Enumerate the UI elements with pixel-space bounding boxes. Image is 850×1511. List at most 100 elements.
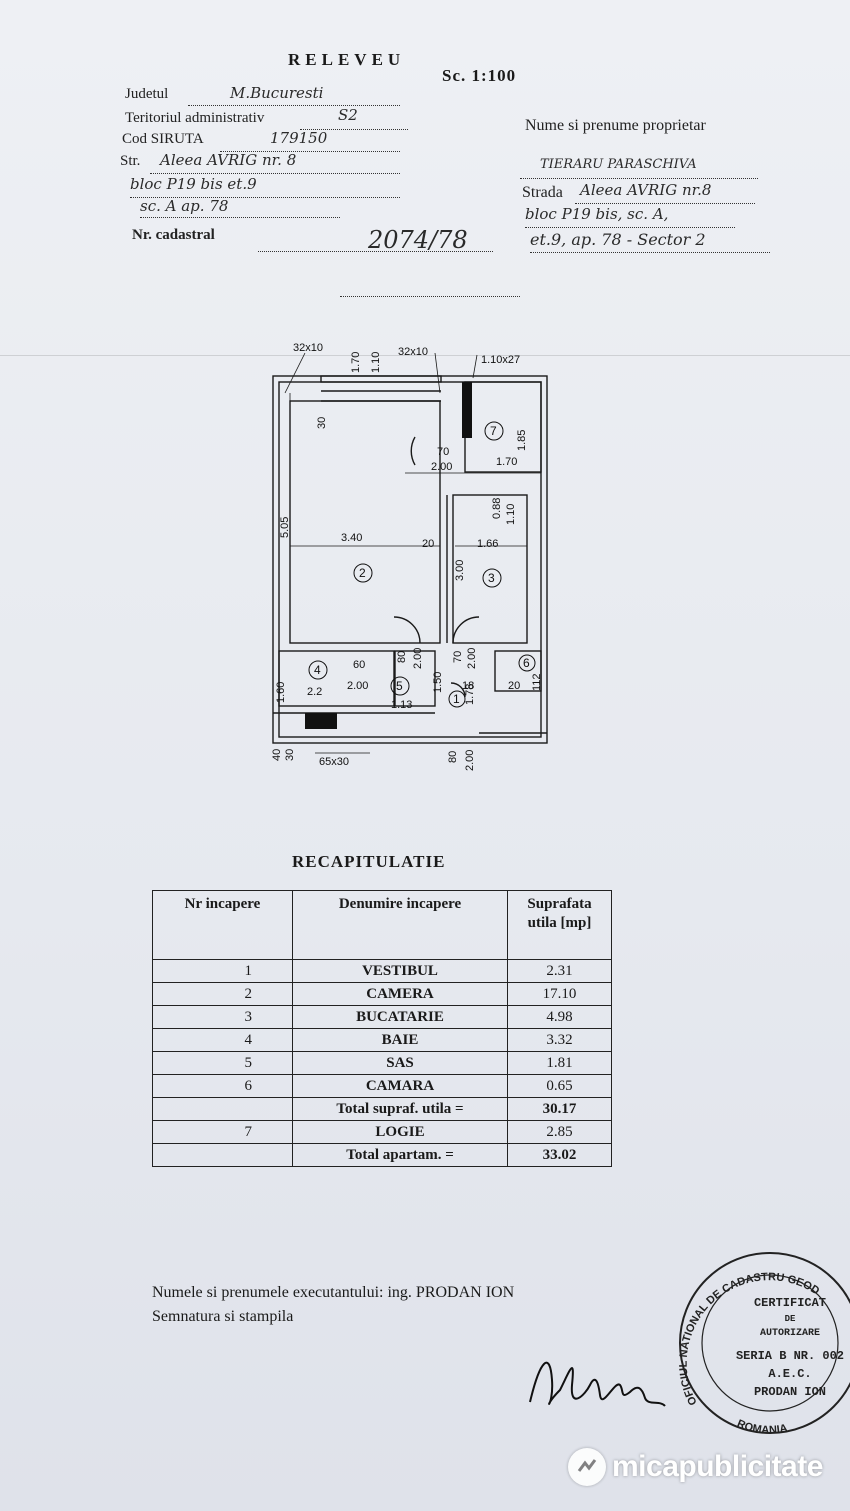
dim-label: 2.00	[347, 680, 368, 692]
official-stamp: OFICIUL NATIONAL DE CADASTRU GEOD ROMANI…	[678, 1252, 850, 1437]
field-value-judet: M.Bucuresti	[230, 84, 324, 102]
table-row: 1 VESTIBUL 2.31	[152, 959, 612, 983]
room-number: 6	[523, 656, 530, 670]
dim-label: 70	[452, 651, 464, 663]
dim-label: 1.70	[350, 352, 362, 373]
dim-label: 65x30	[319, 756, 349, 768]
room-number: 2	[359, 566, 366, 580]
field-value-teritoriu: S2	[338, 106, 358, 124]
table-row: 2 CAMERA 17.10	[152, 982, 612, 1006]
chimney-block	[462, 382, 472, 438]
stamp-line: DE	[785, 1314, 796, 1324]
table-row: 6 CAMARA 0.65	[152, 1074, 612, 1098]
dim-label: 20	[422, 538, 434, 550]
field-value-strada: Aleea AVRIG nr. 8	[160, 151, 297, 169]
dim-label: 1.60	[275, 682, 287, 703]
recap-table: Nr incapere Denumire incapere Suprafata …	[152, 890, 612, 1167]
room-number: 1	[453, 692, 460, 706]
field-value-scara-ap: sc. A ap. 78	[140, 197, 229, 215]
dim-label: 2.00	[431, 461, 452, 473]
stamp-line: AUTORIZARE	[760, 1328, 820, 1339]
room-3-outline	[452, 494, 528, 644]
stamp-line: A.E.C.	[768, 1367, 811, 1381]
field-label-cadastral: Nr. cadastral	[132, 227, 215, 243]
room-number: 3	[488, 571, 495, 585]
stamp-line: SERIA B NR. 002	[736, 1349, 844, 1363]
stamp-line: CERTIFICAT	[754, 1296, 826, 1310]
table-row: 3 BUCATARIE 4.98	[152, 1005, 612, 1029]
signature-label: Semnatura si stampila	[152, 1308, 294, 1325]
dim-label: 1.13	[391, 699, 412, 711]
dim-label: 1.10	[370, 352, 382, 373]
field-label-teritoriu: Teritoriul administrativ	[125, 110, 265, 126]
dim-label: 32x10	[293, 342, 323, 354]
dim-label: 112	[531, 673, 543, 691]
recap-header-name: Denumire incapere	[292, 890, 508, 960]
address-line3: et.9, ap. 78 - Sector 2	[530, 230, 706, 249]
room-number: 7	[490, 424, 497, 438]
dim-label: 5.05	[279, 517, 291, 538]
table-row-total-utila: Total supraf. utila = 30.17	[152, 1097, 612, 1121]
stamp-line: PRODAN ION	[754, 1385, 826, 1399]
field-label-strada: Str.	[120, 153, 141, 169]
street-value: Aleea AVRIG nr.8	[580, 181, 712, 199]
owner-label: Nume si prenume proprietar	[525, 117, 706, 134]
dim-label: 80	[447, 751, 459, 763]
table-row: 5 SAS 1.81	[152, 1051, 612, 1075]
room-number: 5	[396, 679, 403, 693]
room-number: 4	[314, 663, 321, 677]
dim-label: 1.50	[432, 672, 444, 693]
room-2-outline	[289, 400, 441, 644]
dim-label: 30	[316, 417, 328, 429]
document-title: RELEVEU	[288, 50, 406, 69]
dim-label: 1.10	[505, 504, 517, 525]
dim-label: 0.88	[491, 498, 503, 519]
dim-label: 1.66	[477, 538, 498, 550]
field-value-cadastral: 2074/78	[368, 226, 468, 254]
dim-label: 3.00	[454, 560, 466, 581]
dim-label: 2.00	[466, 648, 478, 669]
dim-label: 20	[508, 680, 520, 692]
dim-label: 2.00	[412, 648, 424, 669]
room-6-outline	[494, 650, 542, 692]
handwritten-signature	[529, 1361, 666, 1407]
field-label-siruta: Cod SIRUTA	[122, 131, 204, 147]
dim-label: 18	[462, 680, 474, 692]
dim-label: 32x10	[398, 346, 428, 358]
scale-label: Sc. 1:100	[442, 66, 517, 85]
dim-label: 30	[284, 749, 296, 761]
dim-label: 1.78	[464, 684, 476, 705]
recap-header-nr: Nr incapere	[152, 890, 293, 960]
watermark-text: micapublicitate	[612, 1450, 823, 1483]
owner-value: TIERARU PARASCHIVA	[540, 157, 697, 172]
field-value-siruta: 179150	[270, 129, 328, 147]
dim-label: 1.70	[496, 456, 517, 468]
street-label: Strada	[522, 184, 563, 201]
dim-label: 1.10x27	[481, 354, 520, 366]
watermark: micapublicitate	[568, 1448, 823, 1486]
dim-label: 2.2	[307, 686, 322, 698]
dim-label: 2.00	[464, 750, 476, 771]
floor-plan: 32x10 1.70 1.10 32x10 1.10x27 30 5.05 70…	[271, 342, 548, 771]
field-value-bloc: bloc P19 bis et.9	[130, 175, 257, 193]
recap-title: RECAPITULATIE	[292, 852, 446, 871]
table-row-total-apartament: Total apartam. = 33.02	[152, 1143, 612, 1167]
room-4-outline	[278, 650, 395, 707]
recap-header-area: Suprafata utila [mp]	[507, 890, 612, 960]
table-row: 7 LOGIE 2.85	[152, 1120, 612, 1144]
dim-label: 3.40	[341, 532, 362, 544]
dim-label: 80	[396, 651, 408, 663]
dim-label: 40	[271, 749, 283, 761]
dim-label: 70	[437, 446, 449, 458]
paper-fold	[0, 355, 850, 396]
executor-line: Numele si prenumele executantului: ing. …	[152, 1284, 515, 1301]
dim-label: 1.85	[516, 430, 528, 451]
table-row: 4 BAIE 3.32	[152, 1028, 612, 1052]
field-label-judet: Judetul	[125, 86, 169, 102]
address-line2: bloc P19 bis, sc. A,	[525, 205, 669, 223]
micapublicitate-logo-icon	[568, 1448, 606, 1486]
stamp-bottom-text: ROMANIA	[735, 1418, 788, 1437]
duct-block	[305, 713, 337, 729]
dim-label: 60	[353, 659, 365, 671]
